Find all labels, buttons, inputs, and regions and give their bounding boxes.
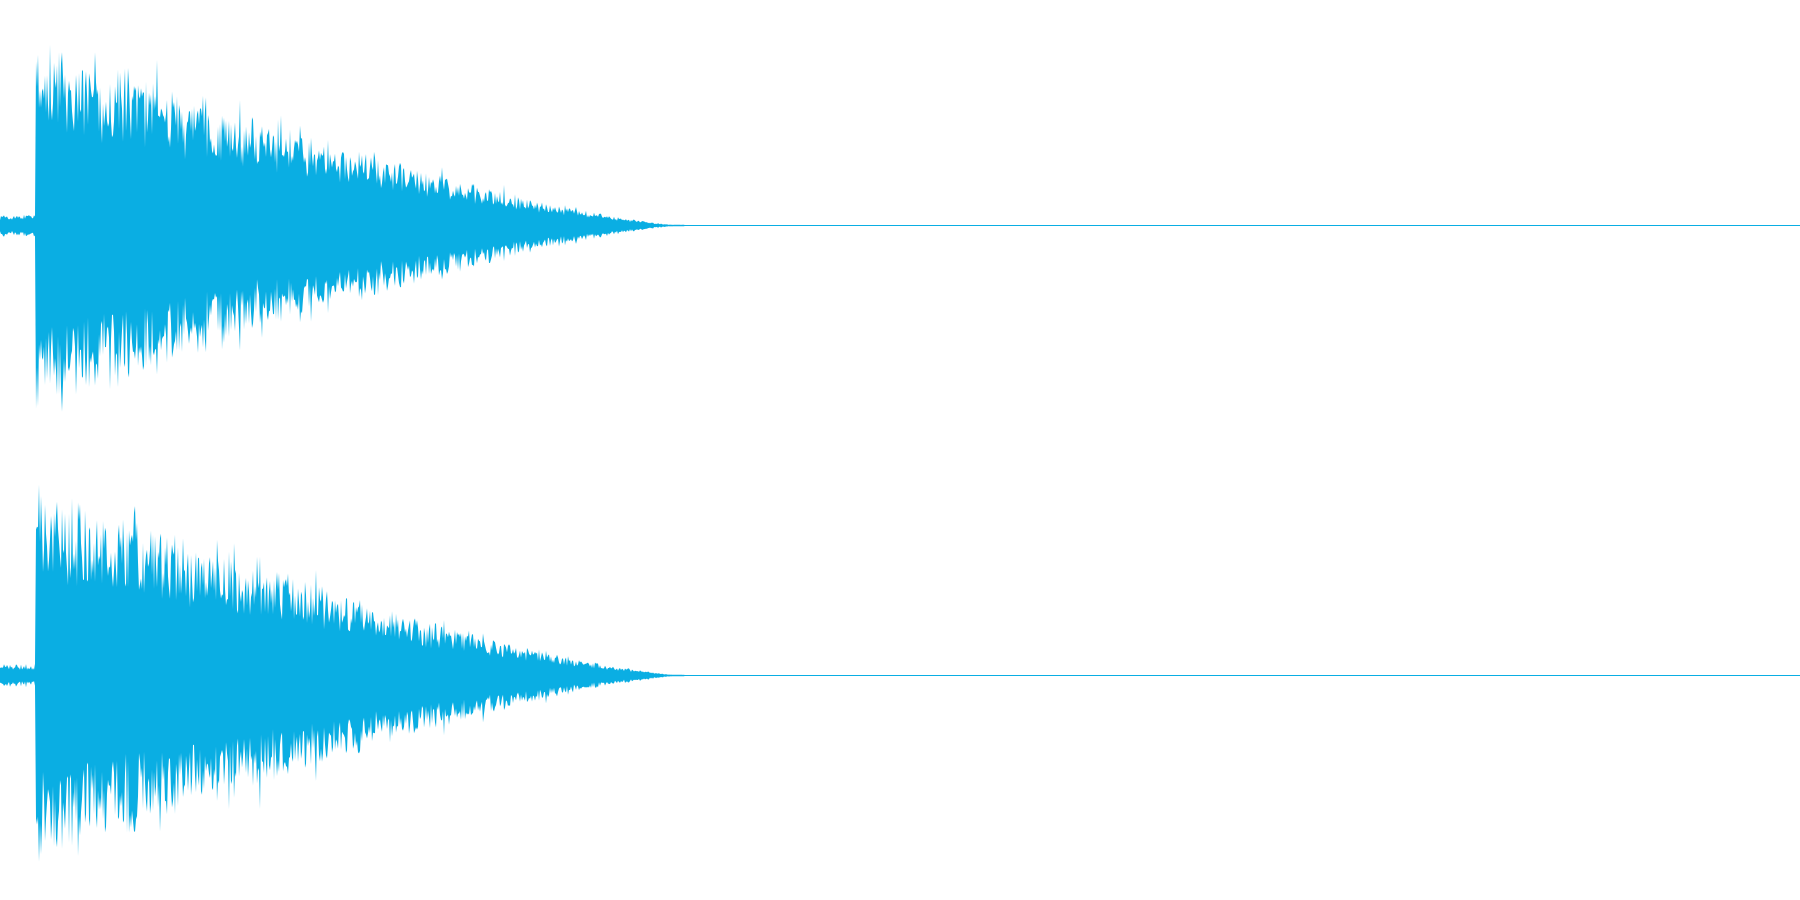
waveform-channel-2[interactable] bbox=[0, 484, 1800, 862]
channel-1-waveform bbox=[0, 44, 686, 412]
channel-2-waveform bbox=[0, 484, 686, 862]
waveform-channel-1[interactable] bbox=[0, 44, 1800, 412]
